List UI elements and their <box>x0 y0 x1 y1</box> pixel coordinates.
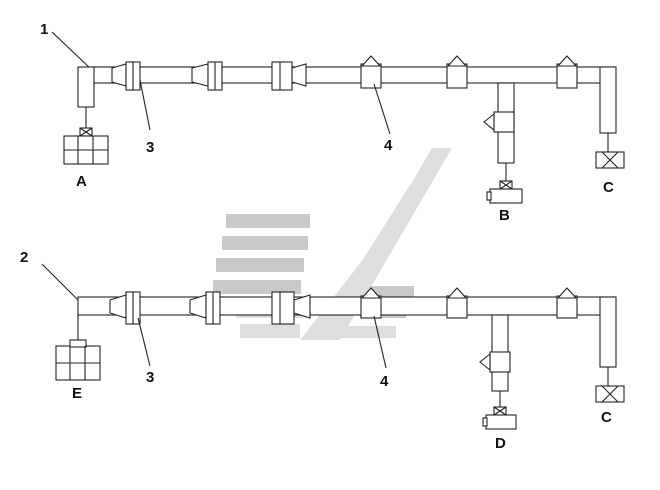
right-elbow <box>599 66 617 134</box>
connector-a-label: A <box>76 173 87 190</box>
connector-c-bottom-label: C <box>601 409 612 426</box>
grommet-6 <box>271 291 295 325</box>
grommet-3 <box>271 61 293 91</box>
harness-2: 2 E 3 4 <box>20 249 625 452</box>
clip-bottom-1 <box>360 287 382 319</box>
clip-branch-b <box>483 111 515 133</box>
main-tube <box>91 66 615 84</box>
clip-top-3 <box>556 55 578 89</box>
clip-top-1 <box>360 55 382 89</box>
callout-2-leader <box>41 263 83 305</box>
clip-branch-d <box>479 351 511 373</box>
callout-1-label: 1 <box>40 21 48 38</box>
callout-2-label: 2 <box>20 249 28 266</box>
right-elbow-2 <box>599 296 617 368</box>
harness-1: 1 A 3 4 <box>40 21 625 224</box>
connector-b <box>489 188 523 204</box>
connector-c-top-label: C <box>603 179 614 196</box>
callout-4-top-label: 4 <box>384 137 393 154</box>
connector-b-label: B <box>499 207 510 224</box>
clip-bottom-2 <box>446 287 468 319</box>
connector-d-label: D <box>495 435 506 452</box>
left-elbow <box>77 66 95 108</box>
main-tube-2 <box>77 296 615 316</box>
connector-e-label: E <box>72 385 82 402</box>
callout-1-leader <box>51 31 93 71</box>
callout-3-top-label: 3 <box>146 139 154 156</box>
clip-top-2 <box>446 55 468 89</box>
callout-3-bottom-label: 3 <box>146 369 154 386</box>
clip-bottom-3 <box>556 287 578 319</box>
callout-4-bottom-label: 4 <box>380 373 389 390</box>
connector-d <box>485 414 517 430</box>
